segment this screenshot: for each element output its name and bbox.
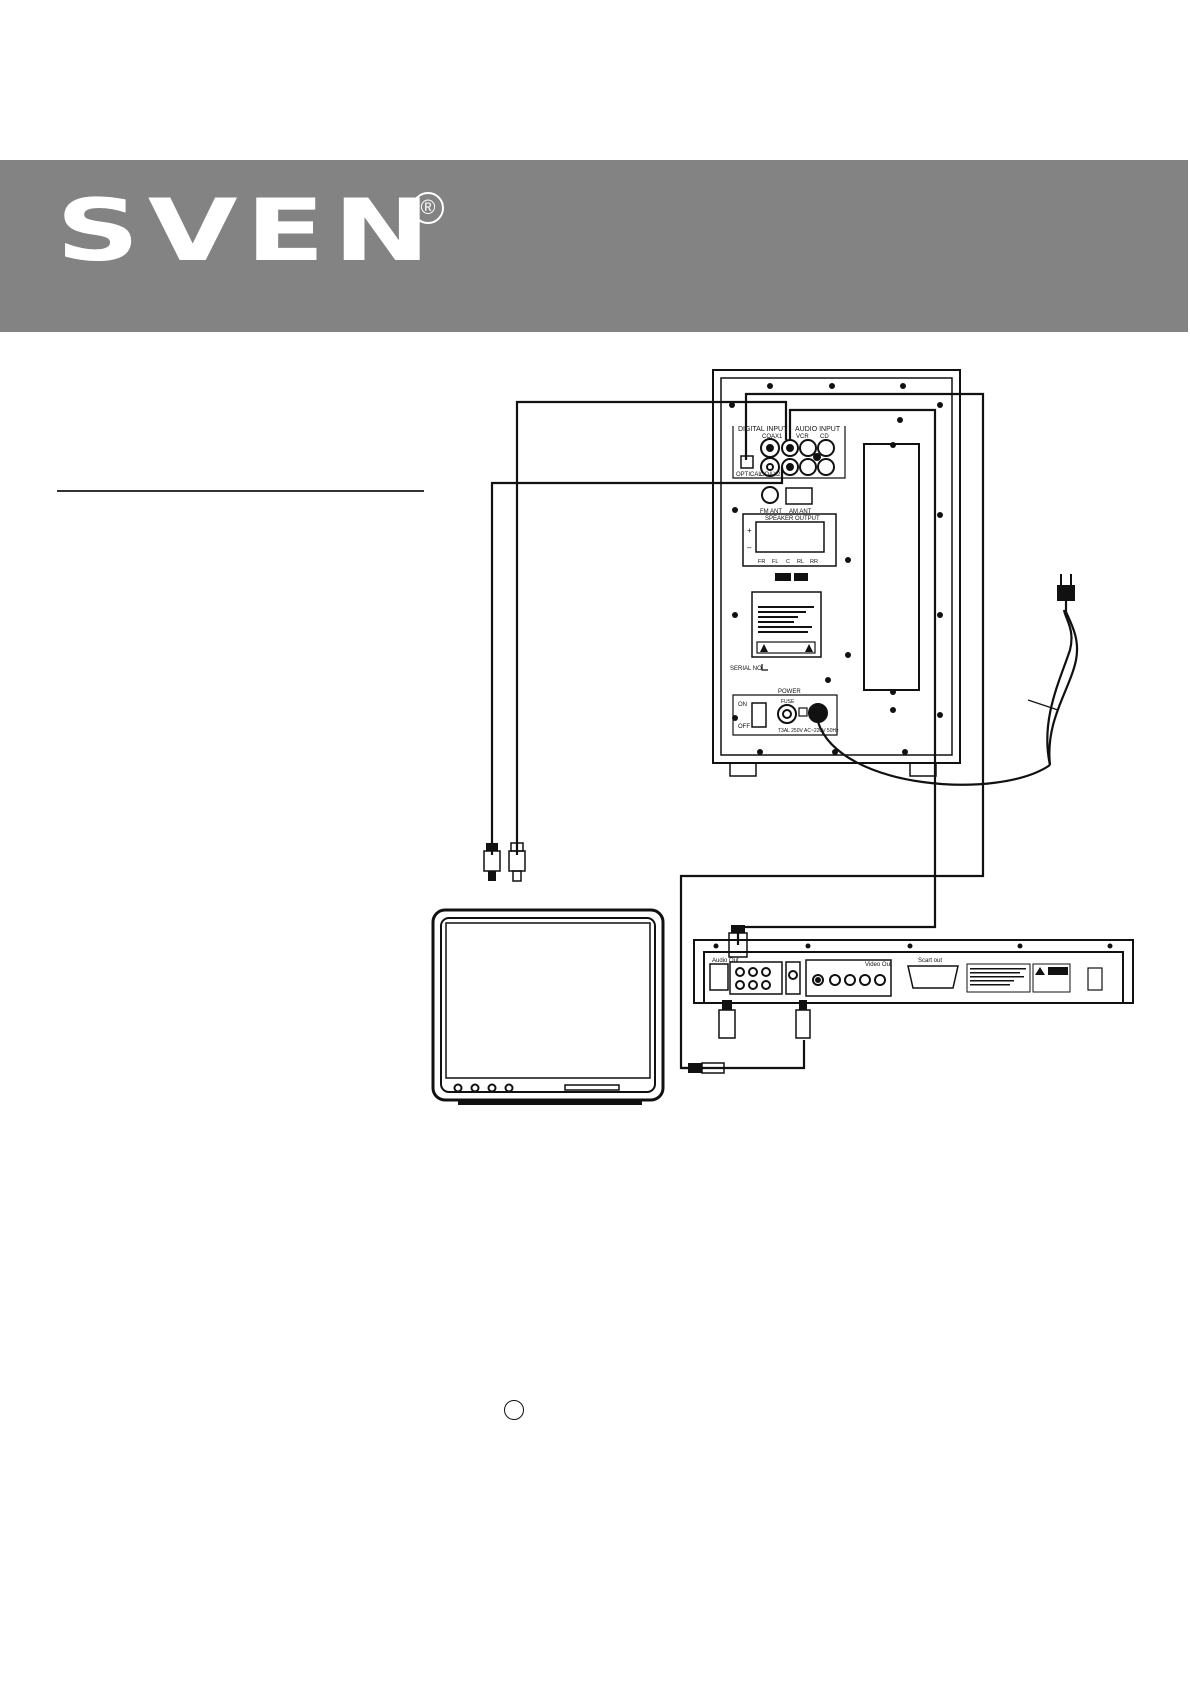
- page-circle-mark: [504, 1400, 524, 1420]
- power-label: POWER: [778, 689, 801, 695]
- scart-label: Scart out: [918, 958, 942, 964]
- fm-ant-label: FM ANT: [760, 509, 782, 515]
- power-cord: [816, 574, 1079, 786]
- svg-text:+: +: [747, 526, 752, 535]
- serial-no-label: SERIAL NO.: [730, 666, 764, 672]
- registered-mark: ®: [412, 192, 444, 224]
- audio-cables: [490, 392, 985, 1070]
- am-ant-label: AM ANT: [789, 509, 812, 515]
- coax2-label: COAX2: [760, 472, 781, 478]
- fuse-label: FUSE: [781, 699, 795, 705]
- video-out-label: Video Out: [865, 962, 892, 968]
- subwoofer: DIGITAL INPUT AUDIO INPUT COAX1 VCR CD O…: [712, 369, 961, 777]
- dvd-player: Audio Out Video Out Scart out: [693, 939, 1134, 1004]
- cd-label: CD: [820, 434, 829, 440]
- speaker-channel: FR: [758, 559, 765, 565]
- brand-logo: SVEN: [56, 181, 439, 281]
- off-label: OFF: [738, 724, 750, 730]
- svg-text:–: –: [747, 543, 752, 552]
- speaker-channel: RR: [810, 559, 818, 565]
- fuse-rating: T3AL 250V: [778, 728, 803, 734]
- section-rule: [57, 490, 424, 492]
- rca-plugs: [483, 842, 526, 882]
- audio-input-label: AUDIO INPUT: [795, 426, 841, 433]
- dvd-plugs: [718, 925, 811, 1039]
- speaker-channel: RL: [797, 559, 804, 565]
- on-label: ON: [738, 702, 747, 708]
- speaker-output-label: SPEAKER OUTPUT: [765, 516, 820, 522]
- coax1-label: COAX1: [762, 434, 783, 440]
- digital-input-label: DIGITAL INPUT: [738, 426, 788, 433]
- tv-cable: [681, 1040, 806, 1074]
- television: [431, 908, 665, 1105]
- speaker-channel: C: [786, 559, 790, 565]
- audio-out-label: Audio Out: [712, 958, 739, 964]
- vcr-label: VCR: [796, 434, 809, 440]
- speaker-channel: FL: [772, 559, 778, 565]
- optical-label: OPTICAL: [736, 472, 762, 478]
- header-band: [0, 160, 1188, 332]
